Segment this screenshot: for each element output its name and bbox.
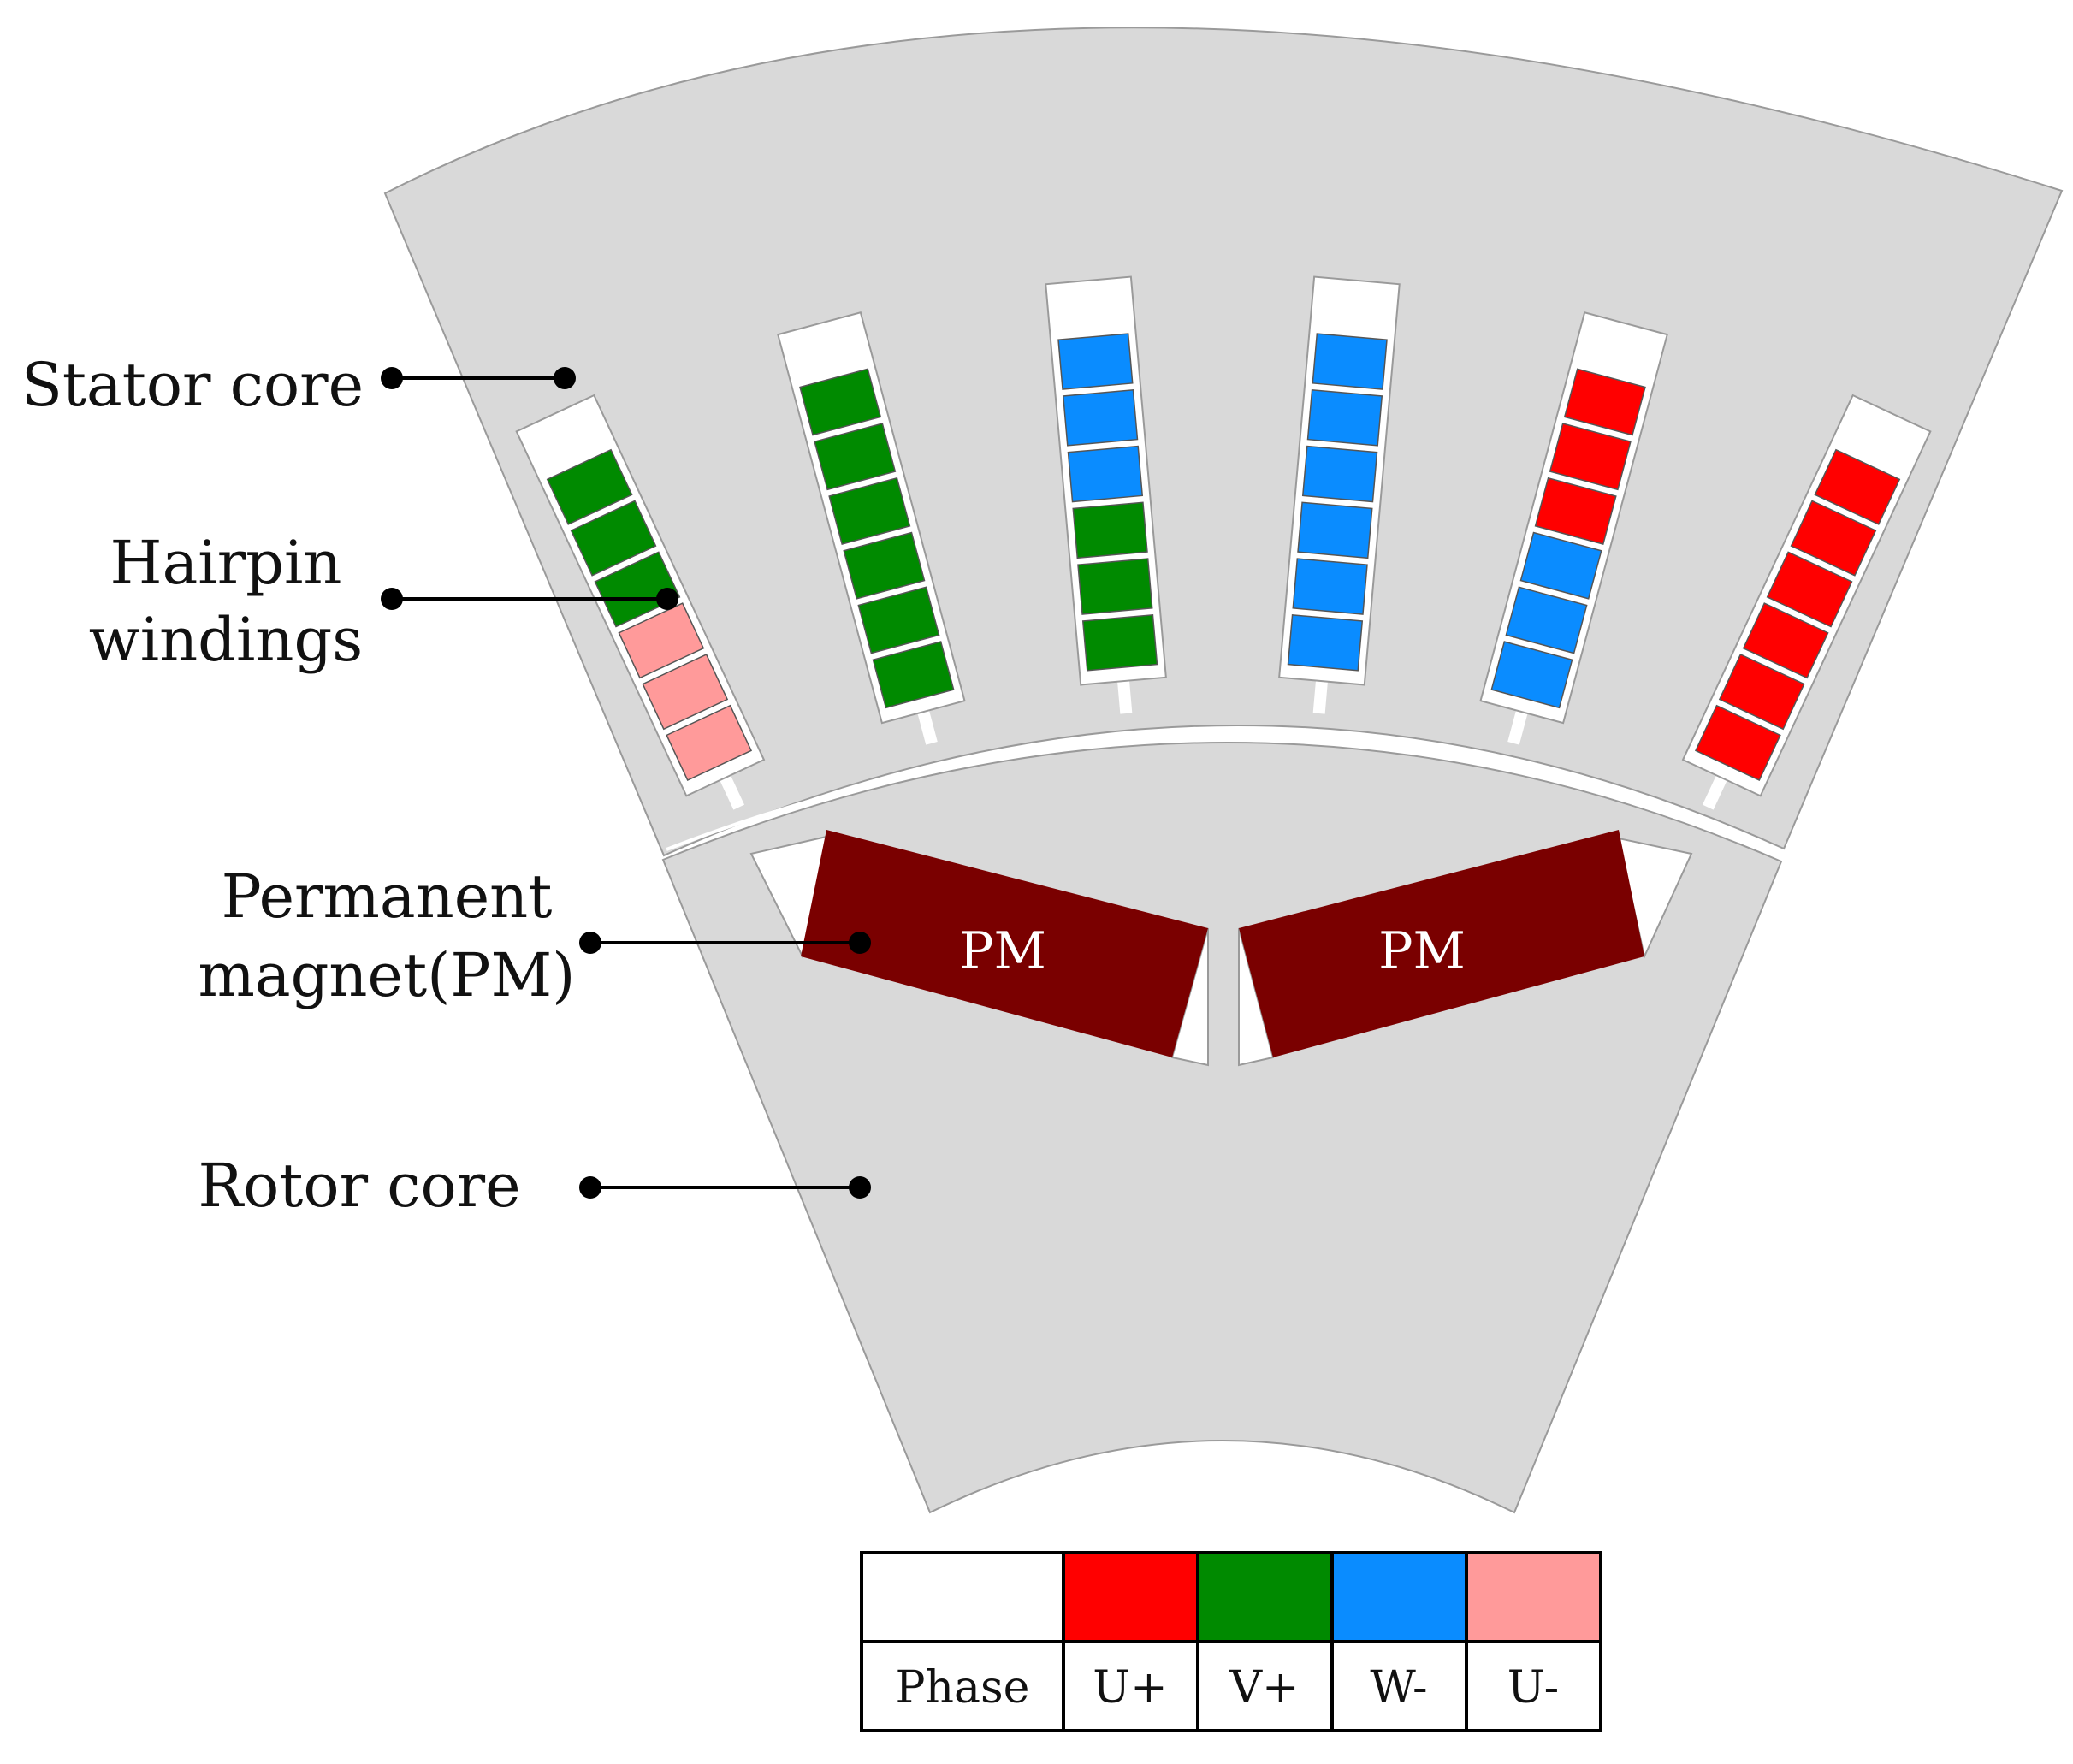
stator-slot	[1681, 394, 1932, 810]
legend-swatch-v-plus	[1196, 1551, 1334, 1643]
pm-leader-dot	[579, 932, 601, 954]
pm-leader-dot	[849, 932, 871, 954]
hairpin-conductor	[843, 531, 926, 600]
stator-core-label: Stator core	[21, 350, 364, 420]
hairpin-leader-dot	[381, 588, 403, 610]
hairpin-conductor	[1790, 500, 1877, 577]
hairpin-leader-dot	[656, 588, 678, 610]
stator-slot	[1278, 275, 1401, 714]
callout-leaders	[381, 367, 871, 1199]
hairpin-conductor	[1077, 558, 1153, 615]
hairpin-conductor	[1519, 531, 1602, 600]
hairpin-conductor	[1694, 704, 1781, 782]
slot-opening	[1507, 707, 1529, 745]
legend-header-blank-cell	[860, 1551, 1065, 1643]
hairpin-conductor	[1534, 477, 1617, 545]
hairpin-conductor	[1057, 333, 1134, 390]
hairpin-conductor	[1549, 423, 1632, 491]
hairpin-conductor	[1505, 586, 1588, 654]
slot-opening	[1116, 677, 1133, 714]
stator-slot	[515, 394, 766, 810]
magnet-label-left: PM	[959, 921, 1046, 981]
hairpin-conductor	[570, 500, 657, 577]
legend-cell	[1465, 1640, 1602, 1732]
hairpin-conductor	[799, 368, 882, 436]
hairpin-conductor	[814, 423, 897, 491]
hairpin-windings-label-line2: windings	[89, 605, 363, 675]
hairpin-conductor	[1306, 389, 1383, 447]
hairpin-conductor	[1292, 558, 1368, 615]
stator-leader-dot	[381, 367, 403, 389]
hairpin-conductor	[1718, 653, 1805, 731]
hairpin-conductor	[1312, 333, 1388, 390]
permanent-magnet-label-line2: magnet(PM)	[198, 940, 576, 1010]
legend-cell	[1062, 1640, 1199, 1732]
hairpin-conductor	[1814, 448, 1901, 525]
legend-phase-w-minus: W-	[1370, 1662, 1427, 1714]
hairpin-conductor	[666, 704, 753, 782]
slot-opening	[916, 707, 938, 745]
legend-phase-u-minus: U-	[1507, 1662, 1559, 1714]
permanent-magnet-label-line1: Permanent	[222, 861, 553, 932]
hairpin-conductor	[1072, 501, 1148, 559]
rotor-core-label: Rotor core	[198, 1151, 520, 1221]
legend-swatch-u-minus	[1465, 1551, 1602, 1643]
hairpin-conductor	[1563, 368, 1646, 436]
hairpin-conductor	[1297, 501, 1373, 559]
slot-opening	[1702, 772, 1729, 810]
hairpin-conductor	[872, 641, 955, 709]
hairpin-conductor	[1067, 445, 1144, 503]
legend-header-label: Phase	[896, 1662, 1030, 1714]
hairpin-conductor	[1742, 602, 1829, 679]
stator-slot	[777, 311, 966, 745]
hairpin-conductor	[1490, 641, 1573, 709]
phase-legend: Phase U+ V+ W- U-	[860, 1551, 1602, 1732]
hairpin-conductor	[618, 602, 705, 679]
hairpin-conductor	[1081, 614, 1158, 672]
rotor-leader-dot	[849, 1176, 871, 1199]
hairpin-conductor	[594, 551, 681, 628]
slot-opening	[1312, 677, 1329, 714]
legend-phase-v-plus: V+	[1229, 1662, 1299, 1714]
legend-cell	[1330, 1640, 1468, 1732]
hairpin-conductor	[1766, 551, 1853, 628]
hairpin-windings-label-line1: Hairpin	[110, 528, 342, 598]
legend-phase-u-plus: U+	[1093, 1662, 1167, 1714]
air-gap	[666, 737, 1782, 854]
stator-core	[383, 27, 2064, 857]
magnet-label-right: PM	[1378, 921, 1466, 981]
hairpin-conductor	[857, 586, 940, 654]
slot-opening	[718, 772, 745, 810]
rotor-leader-dot	[579, 1176, 601, 1199]
hairpin-conductor	[1301, 445, 1378, 503]
legend-swatch-u-plus	[1062, 1551, 1199, 1643]
stator-slot	[1479, 311, 1668, 745]
hairpin-conductor	[1287, 614, 1364, 672]
hairpin-conductor	[1062, 389, 1139, 447]
hairpin-conductor	[642, 653, 729, 731]
stator-slots	[515, 275, 1932, 810]
stator-leader-dot	[554, 367, 576, 389]
permanent-magnet-right	[1239, 830, 1644, 1057]
legend-swatch-w-minus	[1330, 1551, 1468, 1643]
permanent-magnet-left	[801, 830, 1208, 1057]
stator-slot	[1045, 275, 1167, 714]
hairpin-conductor	[828, 477, 911, 545]
hairpin-conductor	[546, 448, 633, 525]
